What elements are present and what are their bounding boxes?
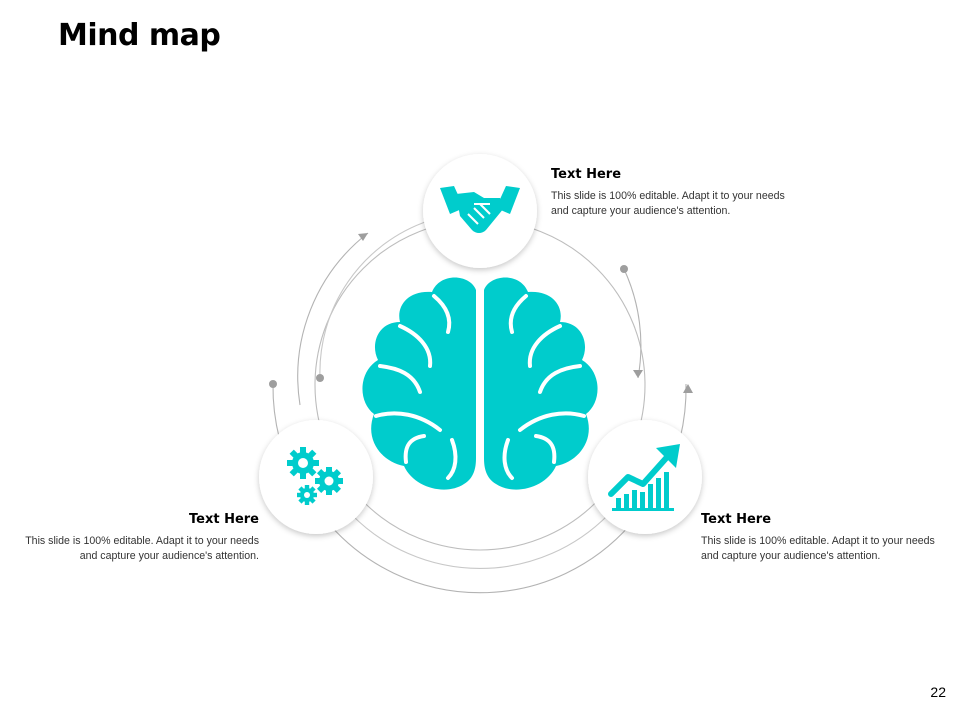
arrowhead (683, 384, 693, 393)
dot-marker (316, 374, 324, 382)
slide-title: Mind map (58, 18, 221, 53)
node-body: This slide is 100% editable. Adapt it to… (551, 190, 785, 217)
node-text-right: Text Here This slide is 100% editable. A… (701, 512, 951, 563)
arrowhead (358, 233, 368, 241)
node-body: This slide is 100% editable. Adapt it to… (25, 535, 259, 562)
node-circle-right (588, 420, 702, 534)
arrow-arc-top-right (623, 268, 642, 379)
page-number: 22 (930, 684, 946, 700)
tail-arc-inner (319, 220, 429, 379)
bottom-arc-inner (351, 514, 609, 569)
node-heading: Text Here (551, 167, 622, 182)
arrowhead (633, 370, 643, 378)
arrow-arc-top-left (297, 232, 369, 406)
handshake-icon (440, 186, 520, 233)
growth-chart-icon (608, 444, 680, 511)
node-heading: Text Here (188, 512, 259, 527)
node-circle-left (259, 420, 373, 534)
node-heading: Text Here (701, 512, 772, 527)
cycle-rings (272, 219, 687, 594)
bottom-arc-outer (329, 524, 631, 594)
dot-marker (620, 265, 628, 273)
node-text-left: Text Here This slide is 100% editable. A… (14, 512, 259, 563)
node-text-top: Text Here This slide is 100% editable. A… (551, 167, 801, 218)
brain-icon (362, 277, 598, 490)
gears-icon (287, 447, 343, 505)
node-body: This slide is 100% editable. Adapt it to… (701, 535, 935, 562)
arrow-markers (269, 233, 693, 393)
dot-marker (269, 380, 277, 388)
